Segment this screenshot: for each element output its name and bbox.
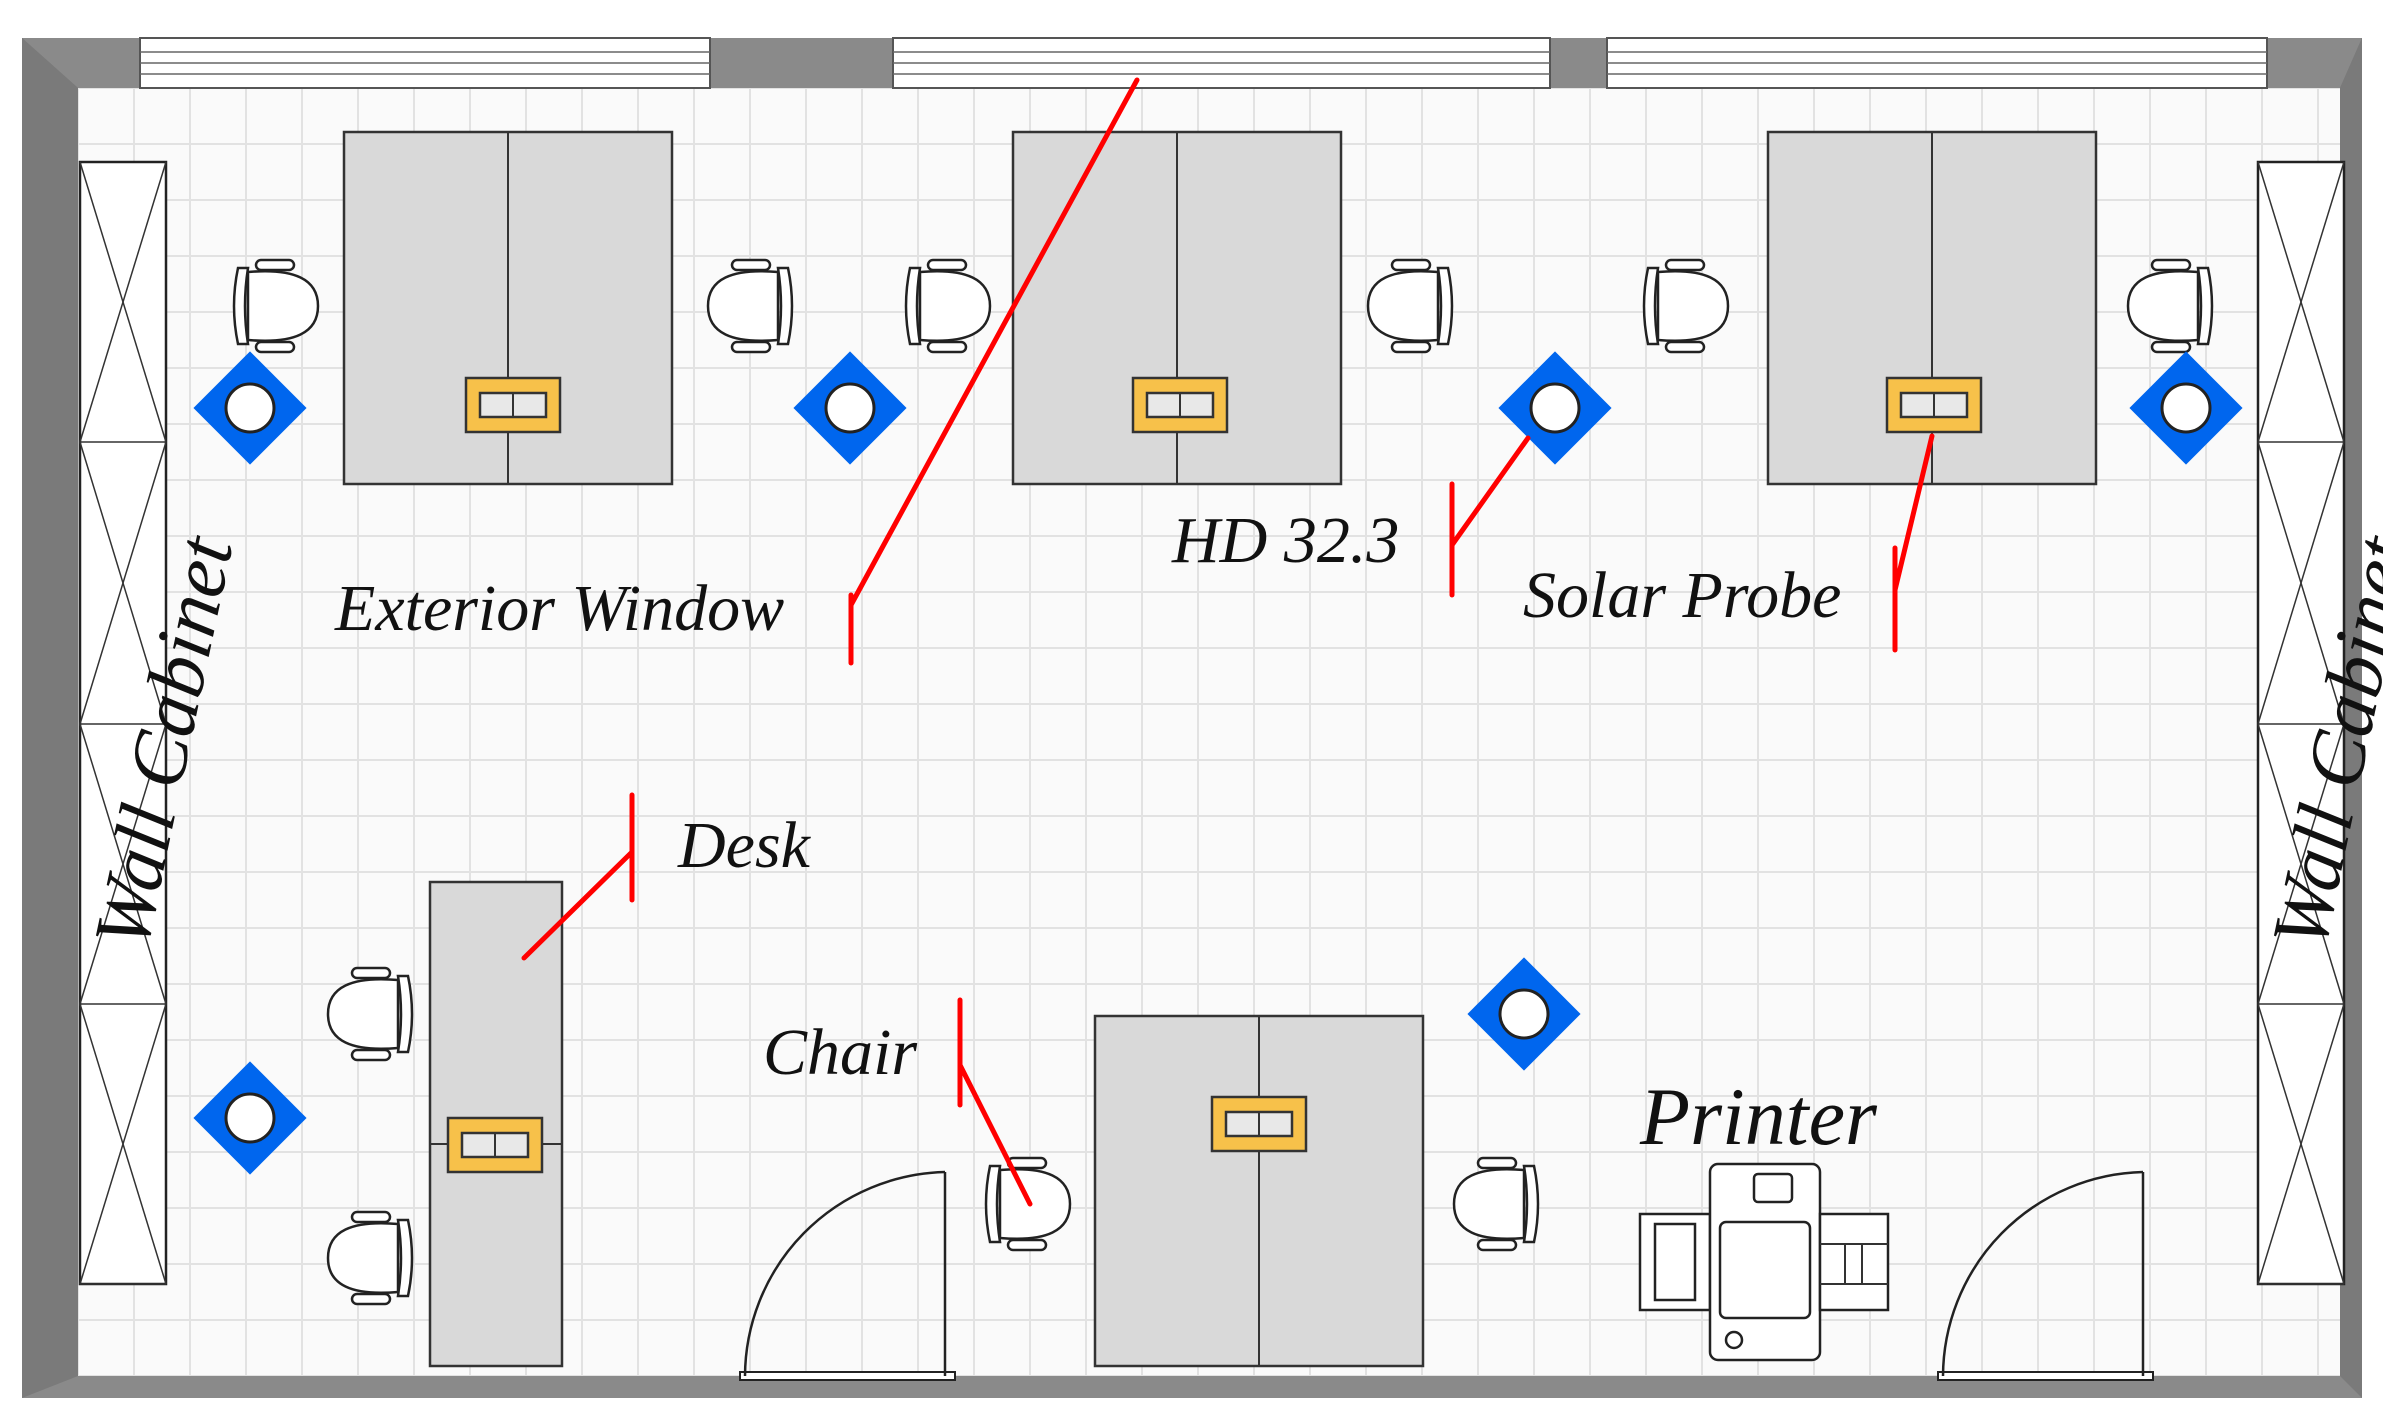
printer-icon xyxy=(1638,1162,1890,1362)
sensor-icon xyxy=(2129,351,2243,465)
window-icon xyxy=(892,37,1551,89)
window-icon xyxy=(1606,37,2268,89)
label-chair: Chair xyxy=(763,1016,917,1089)
chair-icon xyxy=(706,258,794,354)
label-printer: Printer xyxy=(1639,1071,1878,1162)
sensor-icon xyxy=(193,351,307,465)
desk xyxy=(1093,1014,1425,1368)
chair-icon xyxy=(904,258,992,354)
label-desk: Desk xyxy=(677,809,812,882)
chair-icon xyxy=(232,258,320,354)
outlet-icon xyxy=(446,1116,544,1174)
label-hd-sensor: HD 32.3 xyxy=(1171,504,1399,577)
outlet-icon xyxy=(1885,376,1983,434)
chair-icon xyxy=(326,1210,414,1306)
chair-icon xyxy=(984,1156,1072,1252)
wall-cabinet-right xyxy=(2256,160,2346,1286)
outlet-icon xyxy=(1131,376,1229,434)
door-icon xyxy=(739,1170,956,1381)
door-icon xyxy=(1937,1170,2154,1381)
outlet-icon xyxy=(464,376,562,434)
chair-icon xyxy=(1366,258,1454,354)
chair-icon xyxy=(1642,258,1730,354)
label-exterior-window: Exterior Window xyxy=(334,572,784,645)
wall-cabinet-left xyxy=(78,160,168,1286)
chair-icon xyxy=(1452,1156,1540,1252)
chair-icon xyxy=(326,966,414,1062)
leader-lines xyxy=(521,77,1935,1207)
chair-icon xyxy=(2126,258,2214,354)
label-solar-probe: Solar Probe xyxy=(1523,559,1841,632)
outlet-icon xyxy=(1210,1095,1308,1153)
window-icon xyxy=(139,37,711,89)
